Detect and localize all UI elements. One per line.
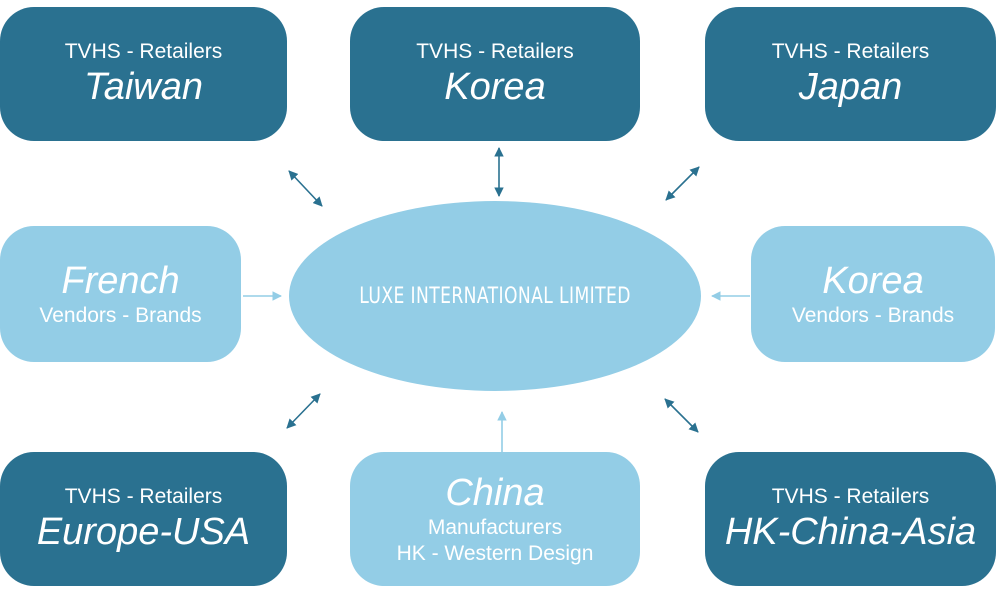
node-china: China Manufacturers HK - Western Design <box>350 452 640 586</box>
node-hk-china-asia: TVHS - Retailers HK-China-Asia <box>705 452 996 586</box>
center-label: LUXE INTERNATIONAL LIMITED <box>359 283 631 309</box>
node-hk-china-asia-name: HK-China-Asia <box>724 511 977 553</box>
node-korea-vendors-subtitle: Vendors - Brands <box>791 304 955 327</box>
node-korea-retailers: TVHS - Retailers Korea <box>350 7 640 141</box>
node-french-name: French <box>61 260 180 302</box>
node-french-subtitle: Vendors - Brands <box>39 304 202 327</box>
node-china-line2: Manufacturers <box>427 516 563 539</box>
node-japan-name: Japan <box>798 66 903 108</box>
node-taiwan-name: Taiwan <box>83 66 203 108</box>
node-korea-vendors: Korea Vendors - Brands <box>751 226 995 362</box>
node-europe-usa: TVHS - Retailers Europe-USA <box>0 452 287 586</box>
center-node: LUXE INTERNATIONAL LIMITED <box>289 201 701 391</box>
node-taiwan: TVHS - Retailers Taiwan <box>0 7 287 141</box>
node-korea-vendors-name: Korea <box>822 260 924 302</box>
node-europe-usa-subtitle: TVHS - Retailers <box>64 485 223 508</box>
arrow-europe-usa <box>286 393 321 429</box>
node-europe-usa-name: Europe-USA <box>36 511 251 553</box>
node-japan-subtitle: TVHS - Retailers <box>771 40 930 63</box>
node-hk-china-asia-subtitle: TVHS - Retailers <box>771 485 930 508</box>
arrow-japan <box>665 166 700 201</box>
arrow-hk-china-asia <box>664 398 699 433</box>
node-french: French Vendors - Brands <box>0 226 241 362</box>
node-korea-retailers-name: Korea <box>444 66 546 108</box>
node-china-name: China <box>445 472 545 514</box>
node-china-line3: HK - Western Design <box>396 542 594 565</box>
node-japan: TVHS - Retailers Japan <box>705 7 996 141</box>
arrow-taiwan <box>288 170 323 207</box>
node-korea-retailers-subtitle: TVHS - Retailers <box>416 40 574 63</box>
node-taiwan-subtitle: TVHS - Retailers <box>64 40 223 63</box>
